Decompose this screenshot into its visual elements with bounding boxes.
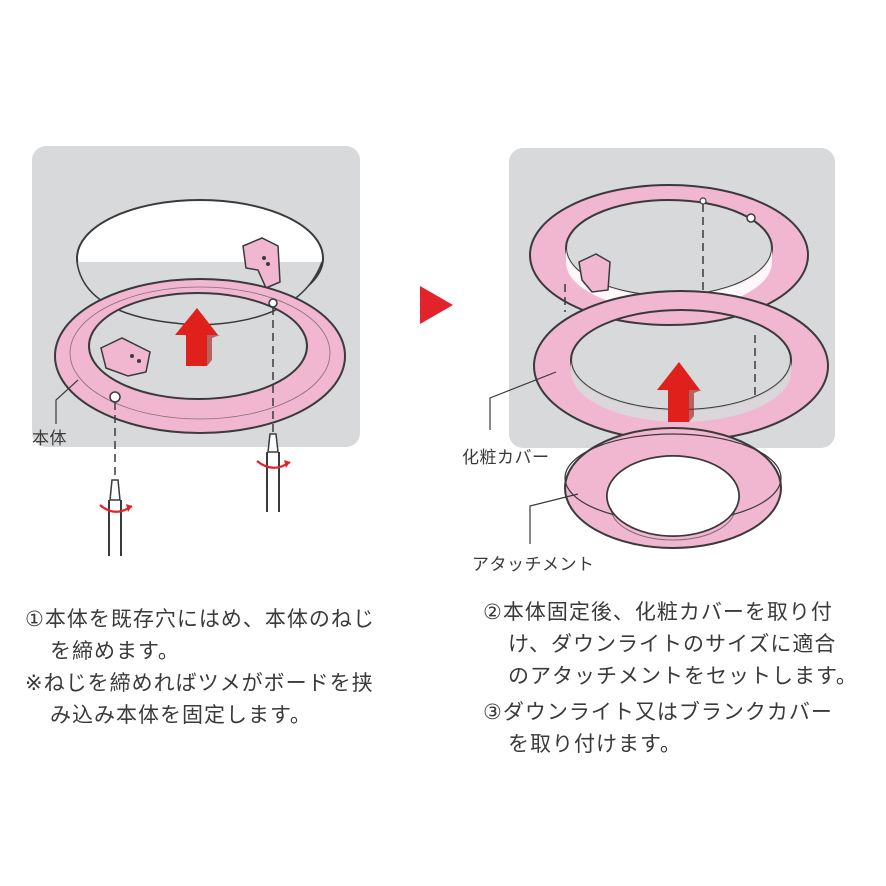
step1-note-line1: ※ねじを締めればツメがボードを挟 [25,671,374,695]
step1-text: ①本体を既存穴にはめ、本体のねじ を締めます。 ※ねじを締めればツメがボードを挟… [25,603,425,731]
body-label: 本体 [32,429,67,449]
step1-note-line2: み込み本体を固定します。 [50,703,312,727]
step1-line2: を締めます。 [50,639,180,663]
step3-line1: ③ダウンライト又はブランクカバー [483,700,833,724]
attachment-label-leader [529,493,579,544]
screwdriver-icon [266,433,280,512]
body-label-leader [55,379,79,424]
right-step-illustration [489,148,835,549]
up-arrow-icon [657,362,700,422]
step3-text: ③ダウンライト又はブランクカバー を取り付けます。 [483,696,883,760]
right-triangle-arrow-icon [420,286,453,324]
body-ring [53,278,347,434]
step2-line2: け、ダウンライトのサイズに適合 [508,632,837,656]
attachment-label: アタッチメント [472,555,595,575]
claw-front [100,337,151,377]
cover-label-leader [489,371,557,430]
cover-label: 化粧カバー [462,448,550,468]
step2-line1: ②本体固定後、化粧カバーを取り付 [483,600,833,624]
left-step-illustration [32,146,360,556]
step2-text: ②本体固定後、化粧カバーを取り付 け、ダウンライトのサイズに適合 のアタッチメン… [483,596,883,692]
screw-left [109,391,121,403]
screwdriver-icon [108,479,122,556]
claw-installed [578,253,611,293]
up-arrow-icon [175,308,218,366]
claw-back [242,237,281,289]
step2-line3: のアタッチメントをセットします。 [508,664,858,688]
step3-line2: を取り付けます。 [508,732,682,756]
step1-line1: ①本体を既存穴にはめ、本体のねじ [25,607,375,631]
screw-right [268,298,278,308]
